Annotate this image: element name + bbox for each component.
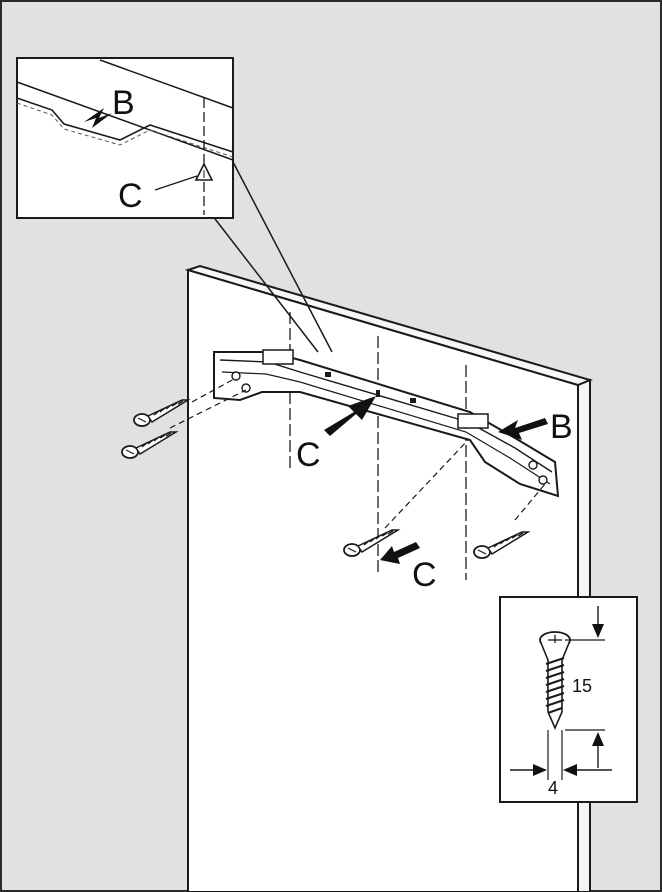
screw-paths [169, 377, 546, 529]
screw-spec-inset: 15 4 [499, 596, 638, 803]
label-c-screw: C [412, 556, 437, 594]
inset-label-b: B [112, 84, 135, 122]
alignment-guides [289, 312, 467, 580]
mounting-bracket [213, 349, 560, 498]
detail-inset: B C [16, 57, 234, 219]
arrow-c-screw [380, 542, 420, 564]
arrow-b-bracket [498, 418, 548, 440]
inset-label-c: C [118, 177, 143, 215]
screw-length-value: 15 [572, 676, 592, 696]
label-b-bracket: B [550, 408, 573, 446]
detail-leader-lines [211, 159, 333, 353]
arrow-c-bracket [324, 396, 376, 436]
label-c-bracket: C [296, 436, 321, 474]
screw-diameter-value: 4 [548, 778, 558, 798]
